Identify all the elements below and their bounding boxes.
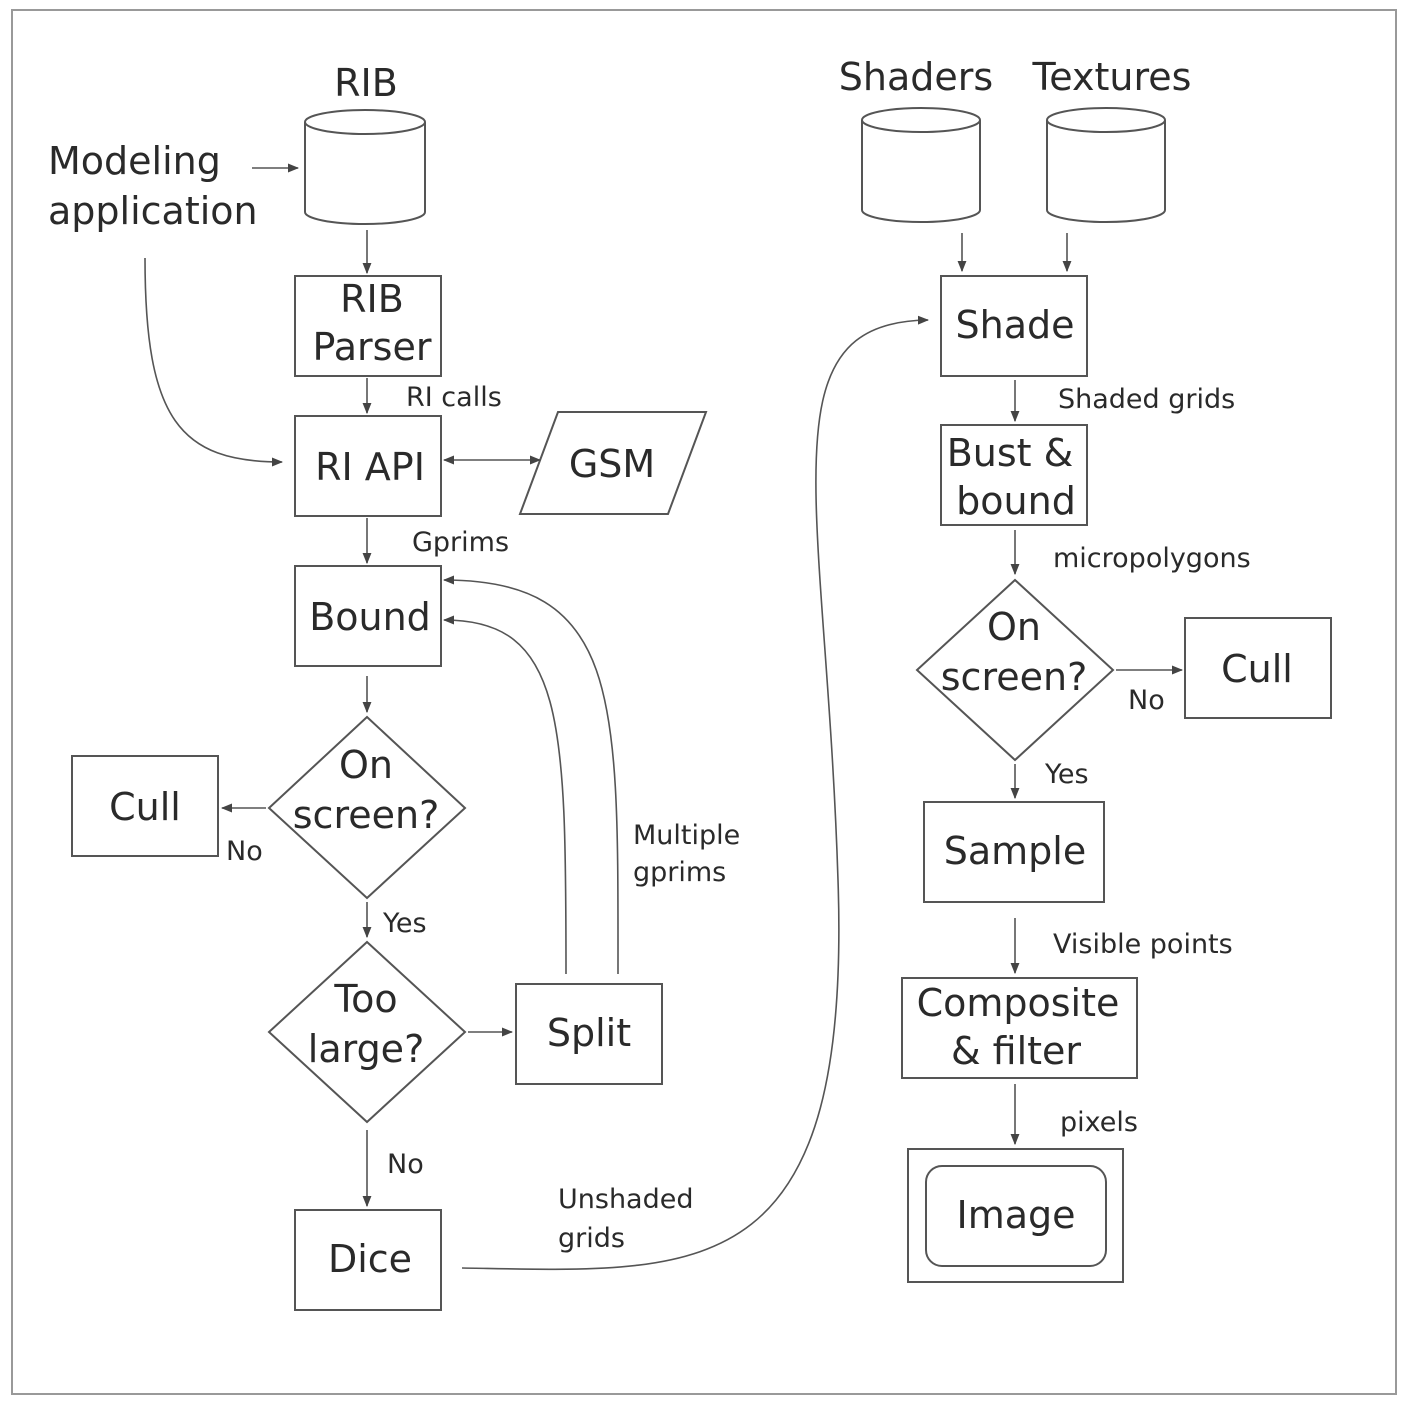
split-box <box>515 983 663 1085</box>
label-shaded-grids: Shaded grids <box>1058 384 1235 415</box>
label-yes-left: Yes <box>382 908 427 939</box>
shade-box <box>940 275 1088 377</box>
label-no-right: No <box>1128 685 1165 716</box>
on-screen-left-line1: On <box>339 743 393 787</box>
label-yes-right: Yes <box>1044 759 1089 790</box>
too-large-line1: Too <box>333 977 397 1021</box>
composite-line2: & filter <box>951 1029 1081 1073</box>
sample-label: Sample <box>944 829 1086 873</box>
label-ri-calls: RI calls <box>406 382 502 413</box>
too-large-diamond <box>267 940 467 1124</box>
label-multiple-gprims-line2: gprims <box>633 857 726 888</box>
too-large-line2: large? <box>308 1027 424 1071</box>
bust-bound-line2: bound <box>956 479 1076 523</box>
split-label: Split <box>547 1011 631 1055</box>
label-multiple-gprims-line1: Multiple <box>633 820 740 851</box>
rib-parser-line1: RIB <box>340 277 404 321</box>
on-screen-right-line2: screen? <box>941 655 1088 699</box>
rib-parser-box <box>294 275 442 377</box>
modeling-application-line2: application <box>48 189 258 233</box>
label-pixels: pixels <box>1060 1107 1138 1138</box>
bound-label: Bound <box>309 595 431 639</box>
outer-frame <box>11 9 1397 1395</box>
connectors <box>144 163 1184 1271</box>
label-gprims: Gprims <box>412 527 509 558</box>
dice-label: Dice <box>328 1237 412 1281</box>
on-screen-right-line1: On <box>987 605 1041 649</box>
bust-bound-line1: Bust & <box>947 431 1074 475</box>
shade-label: Shade <box>956 303 1075 347</box>
rib-database: RIB <box>304 61 426 225</box>
rib-label: RIB <box>334 61 398 105</box>
on-screen-left-diamond <box>267 715 467 900</box>
sample-box <box>923 801 1105 903</box>
cull-right-box <box>1184 617 1332 719</box>
modeling-application-line1: Modeling <box>48 139 221 183</box>
on-screen-left-line2: screen? <box>293 793 440 837</box>
label-no-left: No <box>226 836 263 867</box>
composite-line1: Composite <box>917 981 1120 1025</box>
image-label: Image <box>956 1193 1075 1237</box>
label-visible-points: Visible points <box>1053 929 1233 960</box>
gsm-shape <box>518 411 708 515</box>
label-no-dice: No <box>387 1149 424 1180</box>
shaders-database: Shaders <box>839 55 993 223</box>
ri-api-label: RI API <box>315 445 425 489</box>
bound-box <box>294 565 442 667</box>
rib-parser-line2: Parser <box>313 325 432 369</box>
shaders-label: Shaders <box>839 55 993 99</box>
cull-left-label: Cull <box>109 785 181 829</box>
composite-filter-box <box>901 977 1138 1079</box>
textures-database: Textures <box>1032 55 1192 223</box>
image-inner-box <box>925 1165 1107 1267</box>
ri-api-box <box>294 415 442 517</box>
cull-left-box <box>71 755 219 857</box>
label-unshaded-grids-line2: grids <box>558 1223 625 1254</box>
textures-label: Textures <box>1032 55 1192 99</box>
gsm-label: GSM <box>569 442 655 486</box>
bust-bound-box <box>940 424 1088 526</box>
on-screen-right-diamond <box>915 578 1115 762</box>
label-unshaded-grids-line1: Unshaded <box>558 1184 694 1215</box>
label-micropolygons: micropolygons <box>1053 543 1251 574</box>
dice-box <box>294 1209 442 1311</box>
cull-right-label: Cull <box>1221 647 1293 691</box>
